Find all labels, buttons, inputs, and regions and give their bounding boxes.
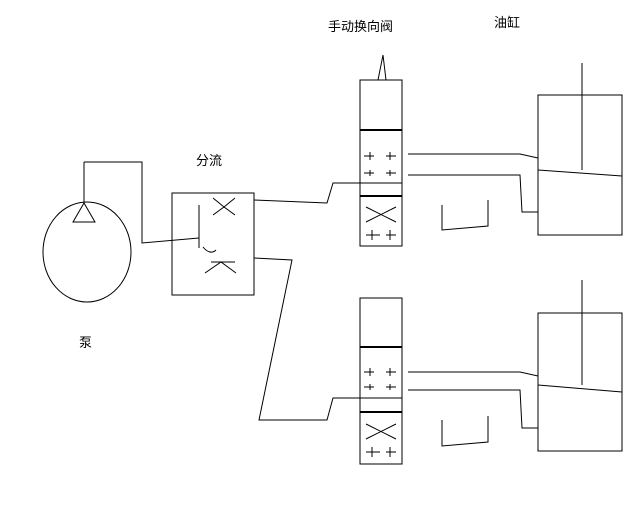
lower-valve-to-cylinder-line-1 — [408, 371, 539, 377]
pump-to-divider-pipe — [84, 161, 200, 244]
upper-cylinder-body — [537, 94, 623, 236]
divider-label: 分流 — [196, 154, 223, 169]
upper-valve-to-cylinder-line-1 — [408, 153, 539, 159]
flow-divider-curve — [202, 246, 217, 253]
upper-valve-blocked-ports — [364, 152, 396, 176]
flow-divider-lower-symbol — [204, 261, 237, 274]
upper-valve-body — [359, 79, 403, 247]
flow-divider — [171, 192, 255, 296]
lower-valve-lower-ports — [366, 447, 396, 457]
upper-valve-cross-flow — [365, 206, 397, 223]
lower-cylinder — [537, 280, 623, 452]
upper-valve-lower-ports — [366, 230, 396, 240]
lower-valve-blocked-ports — [364, 368, 396, 390]
upper-valve-handle — [377, 54, 387, 81]
lower-tank-return — [441, 416, 489, 447]
pump — [42, 162, 132, 303]
valve-label: 手动换向阀 — [328, 20, 394, 35]
lower-valve — [359, 297, 403, 465]
upper-cylinder-piston — [537, 169, 623, 177]
lower-valve-body — [359, 297, 403, 465]
upper-valve — [359, 54, 403, 247]
upper-tank-return — [441, 200, 489, 231]
flow-divider-upper-cross — [212, 197, 236, 216]
upper-cylinder — [537, 63, 623, 236]
lower-valve-cross-flow — [365, 423, 397, 440]
lower-cylinder-body — [537, 312, 623, 452]
lower-cylinder-piston — [537, 384, 623, 393]
divider-to-lower-valve-pipe — [253, 257, 402, 421]
pump-label: 泵 — [79, 336, 93, 351]
divider-to-upper-valve-pipe — [253, 182, 402, 204]
pump-body — [42, 201, 132, 303]
lower-valve-to-cylinder-line-2 — [408, 389, 538, 429]
cylinder-label: 油缸 — [494, 16, 521, 31]
pump-triangle-symbol — [72, 202, 96, 223]
upper-valve-to-cylinder-line-2 — [408, 174, 538, 213]
flow-divider-box — [171, 192, 255, 296]
